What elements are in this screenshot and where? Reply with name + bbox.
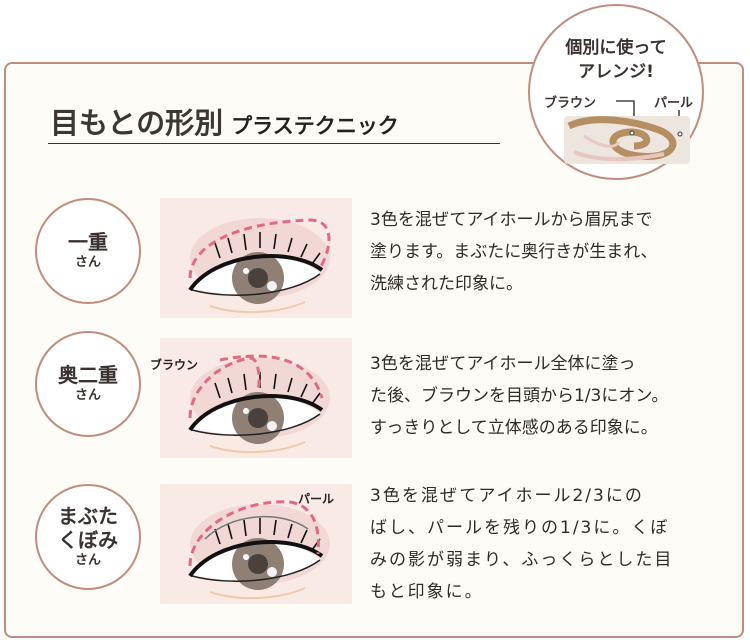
eye-illustration-hooded [160,338,352,458]
label-pearl: パール [654,96,694,111]
type-suffix: さん [74,255,101,270]
type-circle-sunken: まぶた くぼみ さん [35,484,141,590]
badge-heading: 個別に使ってアレンジ! [530,36,702,84]
tag-pearl: パール [298,492,335,506]
type-name: 一重 [68,230,108,254]
type-circle-hooded: 奥二重 さん [35,331,141,437]
desc-line: もと印象に。 [370,582,484,602]
eye-illustration-sunken [160,484,352,604]
badge-line1: 個別に使って [565,38,667,58]
desc-sunken: 3色を混ぜてアイホール2/3にの ばし、パールを残りの1/3に。くぼ みの影が弱… [370,480,730,608]
badge-line2: アレンジ! [578,62,654,82]
desc-line: みの影が弱まり、ふっくらとした目 [370,550,674,570]
type-name: まぶた [58,504,118,528]
desc-hooded: 3色を混ぜてアイホール全体に塗っ た後、ブラウンを目頭から1/3にオン。 すっき… [370,348,730,444]
eye-icon [188,218,331,314]
eye-illustration-single [160,198,352,318]
desc-single-eyelid: 3色を混ぜてアイホールから眉尻まで 塗ります。まぶたに奥行きが生まれ、 洗練され… [370,204,730,300]
desc-line: 塗ります。まぶたに奥行きが生まれ、 [370,242,658,262]
palette-badge: 個別に使ってアレンジ! ブラウン パール [528,4,704,180]
type-suffix: さん [74,553,101,568]
desc-line: すっきりとして立体感のある印象に。 [370,418,658,438]
tag-brown: ブラウン [150,358,199,372]
desc-line: 洗練された印象に。 [370,274,523,294]
desc-line: 3色を混ぜてアイホール全体に塗っ [370,354,636,374]
title-sub: プラステクニック [231,114,399,138]
type-suffix: さん [74,388,101,403]
label-brown: ブラウン [544,96,597,111]
title-main: 目もとの形別 [50,106,224,140]
eyeshadow-palette-image [564,116,690,164]
type-circle-single-eyelid: 一重 さん [35,198,141,304]
page-title: 目もとの形別プラステクニック [50,100,399,142]
type-name: 奥二重 [58,363,118,387]
eye-icon [188,500,330,600]
desc-line: 3色を混ぜてアイホールから眉尻まで [370,210,653,230]
title-divider [48,143,500,144]
desc-line: 3色を混ぜてアイホール2/3にの [370,486,644,506]
type-name: くぼみ [58,528,118,552]
eye-icon [188,354,330,454]
desc-line: ばし、パールを残りの1/3に。くぼ [370,518,670,538]
desc-line: た後、ブラウンを目頭から1/3にオン。 [370,386,669,406]
